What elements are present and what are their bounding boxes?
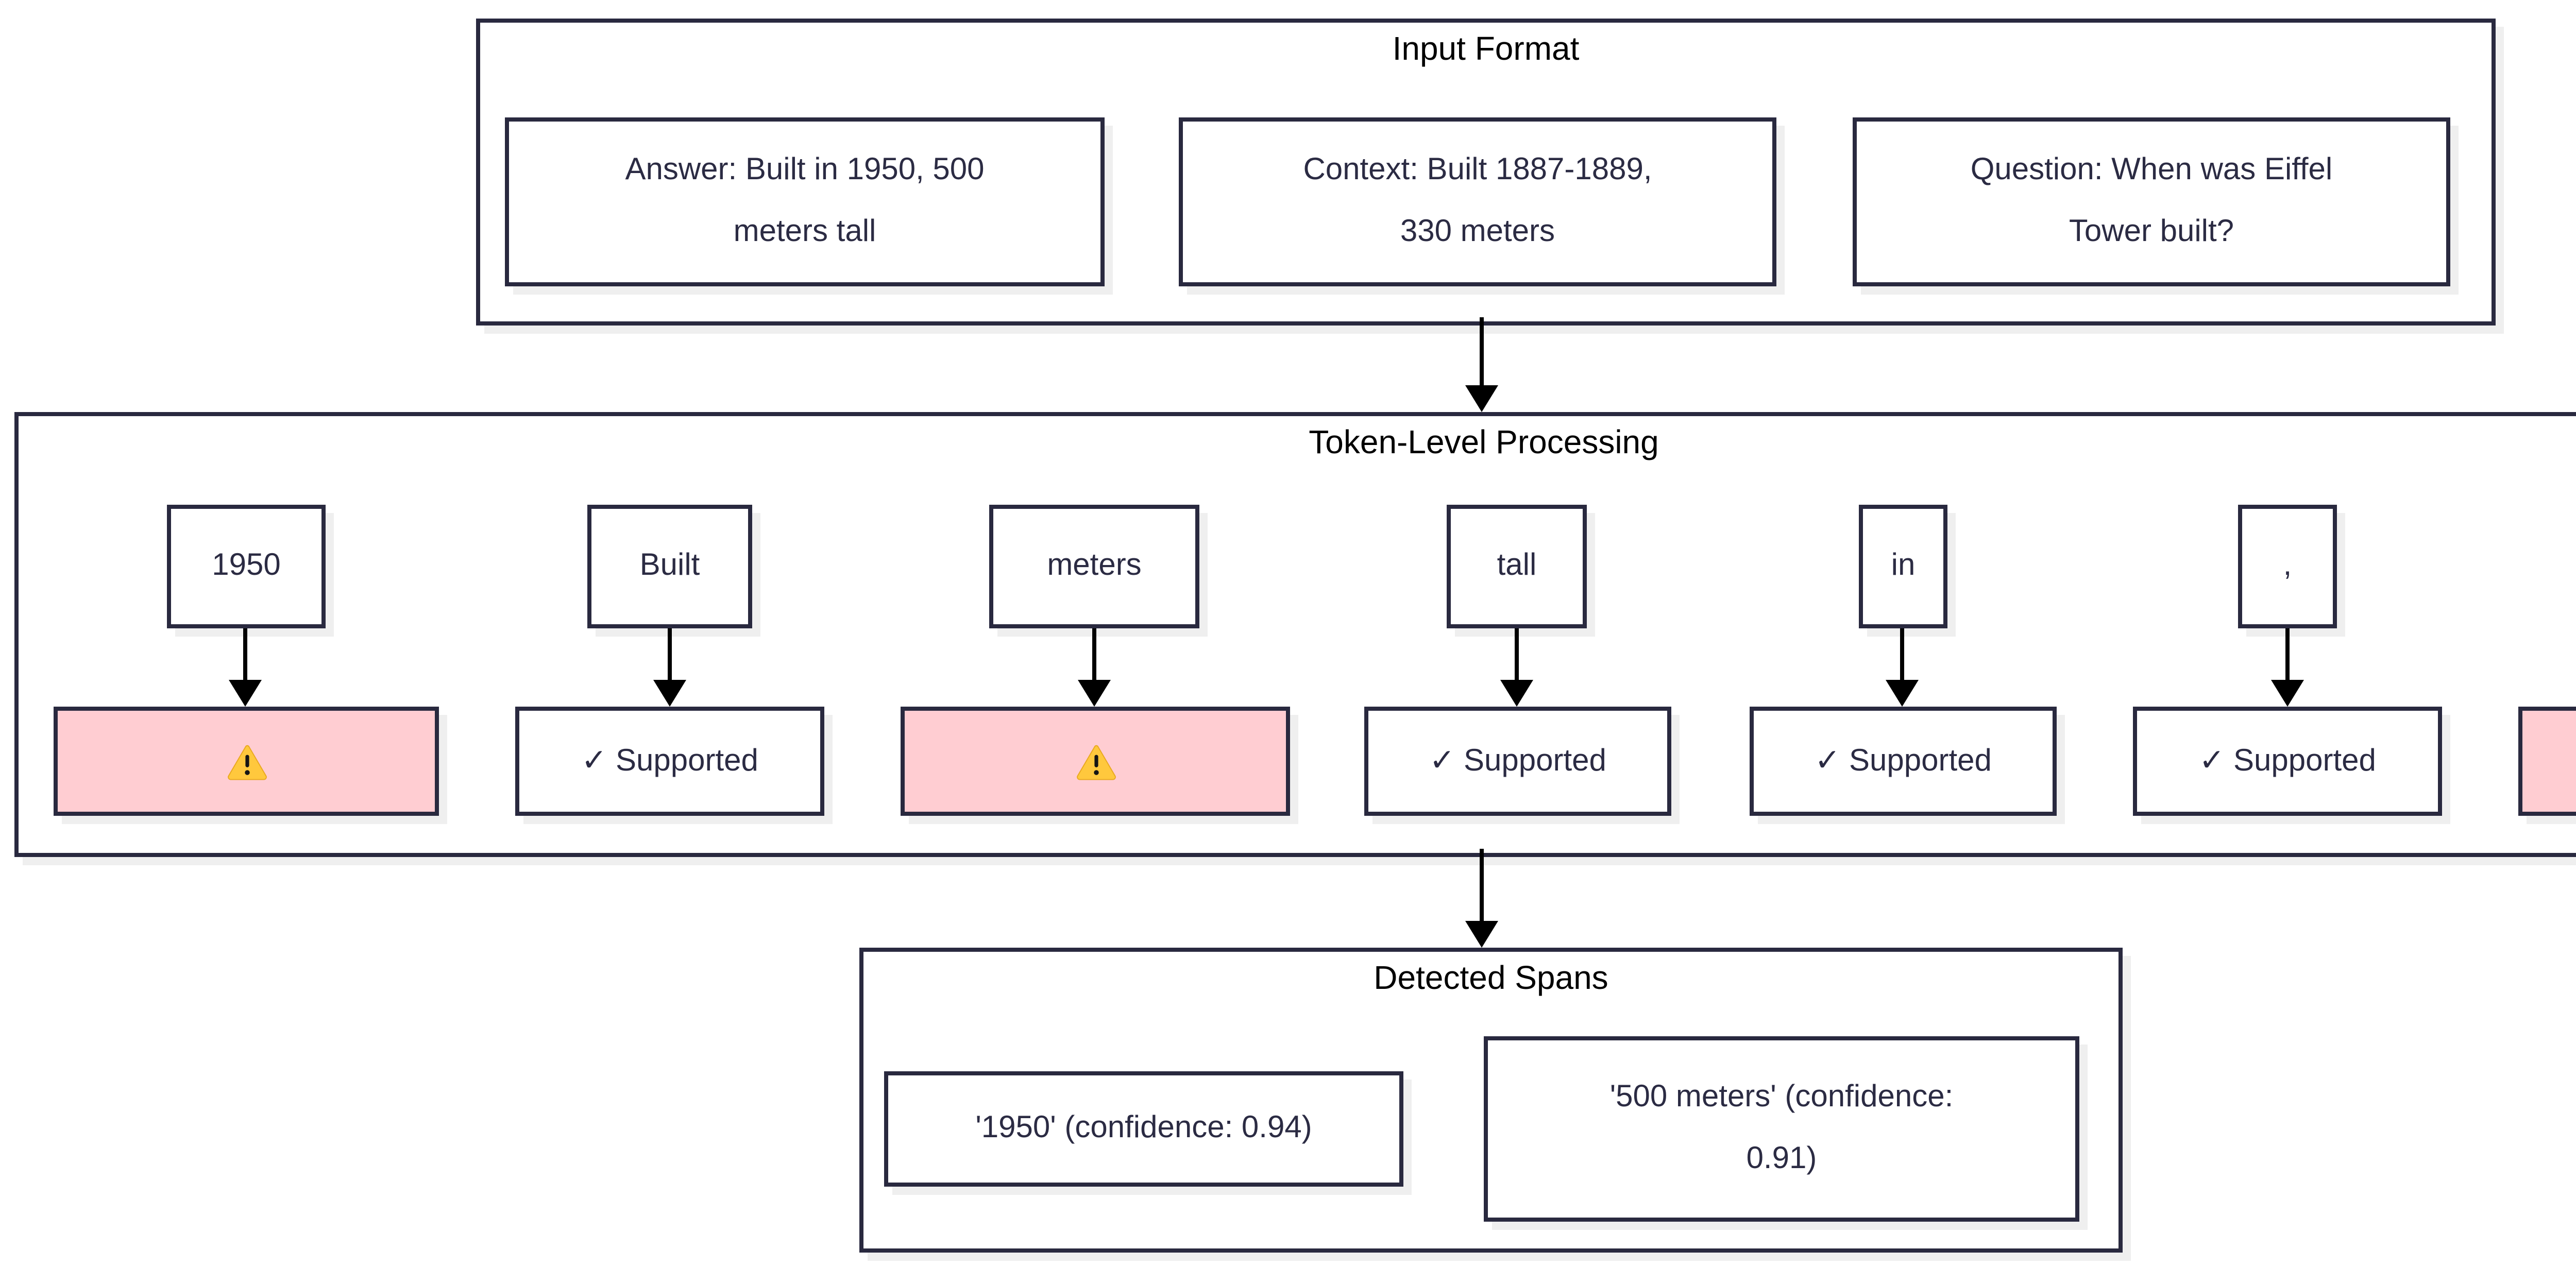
token-meters: meters [989, 505, 1199, 628]
node-context-label: Context: Built 1887-1889, 330 meters [1303, 152, 1652, 249]
arrow-token-1950 [229, 628, 262, 707]
node-answer-label: Answer: Built in 1950, 500 meters tall [625, 152, 985, 249]
group-title-token-processing: Token-Level Processing [1309, 426, 1659, 461]
token-1950: 1950 [167, 505, 326, 628]
group-title-detected-spans: Detected Spans [1374, 962, 1608, 997]
group-input-format: Input Format Answer: Built in 1950, 500 … [476, 19, 2496, 326]
result-supported-in: ✓ Supported [1750, 707, 2057, 816]
result-supported-tall: ✓ Supported [1364, 707, 1671, 816]
group-detected-spans: Detected Spans '1950' (confidence: 0.94)… [859, 948, 2123, 1253]
result-supported-comma: ✓ Supported [2133, 707, 2442, 816]
result-warning-meters [901, 707, 1290, 816]
span-500-meters: '500 meters' (confidence: 0.91) [1484, 1036, 2079, 1222]
arrow-tokens-to-spans [1465, 849, 1498, 948]
warning-icon [1076, 744, 1115, 779]
node-context: Context: Built 1887-1889, 330 meters [1179, 117, 1776, 286]
arrow-head-icon [2271, 680, 2304, 707]
token-built: Built [587, 505, 752, 628]
span-1950: '1950' (confidence: 0.94) [884, 1071, 1403, 1187]
node-question: Question: When was Eiffel Tower built? [1853, 117, 2450, 286]
arrow-head-icon [653, 680, 686, 707]
arrow-head-icon [1886, 680, 1919, 707]
group-token-processing: Token-Level Processing 1950 Built meters… [14, 412, 2576, 857]
arrow-head-icon [1465, 921, 1498, 948]
token-tall: tall [1447, 505, 1587, 628]
token-in: in [1859, 505, 1947, 628]
group-title-input-format: Input Format [1392, 33, 1580, 68]
arrow-token-meters [1078, 628, 1111, 707]
arrow-head-icon [1078, 680, 1111, 707]
warning-icon [227, 744, 266, 779]
arrow-head-icon [1500, 680, 1533, 707]
arrow-input-to-tokens [1465, 317, 1498, 412]
result-warning-500 [2518, 707, 2576, 816]
arrow-token-comma [2271, 628, 2304, 707]
token-comma: , [2238, 505, 2337, 628]
node-question-label: Question: When was Eiffel Tower built? [1970, 152, 2333, 249]
arrow-token-built [653, 628, 686, 707]
span-1950-label: '1950' (confidence: 0.94) [975, 1110, 1312, 1145]
result-warning-1950 [54, 707, 439, 816]
span-500-meters-label: '500 meters' (confidence: 0.91) [1609, 1080, 1954, 1176]
arrow-token-tall [1500, 628, 1533, 707]
arrow-token-in [1886, 628, 1919, 707]
node-answer: Answer: Built in 1950, 500 meters tall [505, 117, 1105, 286]
result-supported-built: ✓ Supported [515, 707, 824, 816]
arrow-head-icon [1465, 385, 1498, 412]
arrow-head-icon [229, 680, 262, 707]
